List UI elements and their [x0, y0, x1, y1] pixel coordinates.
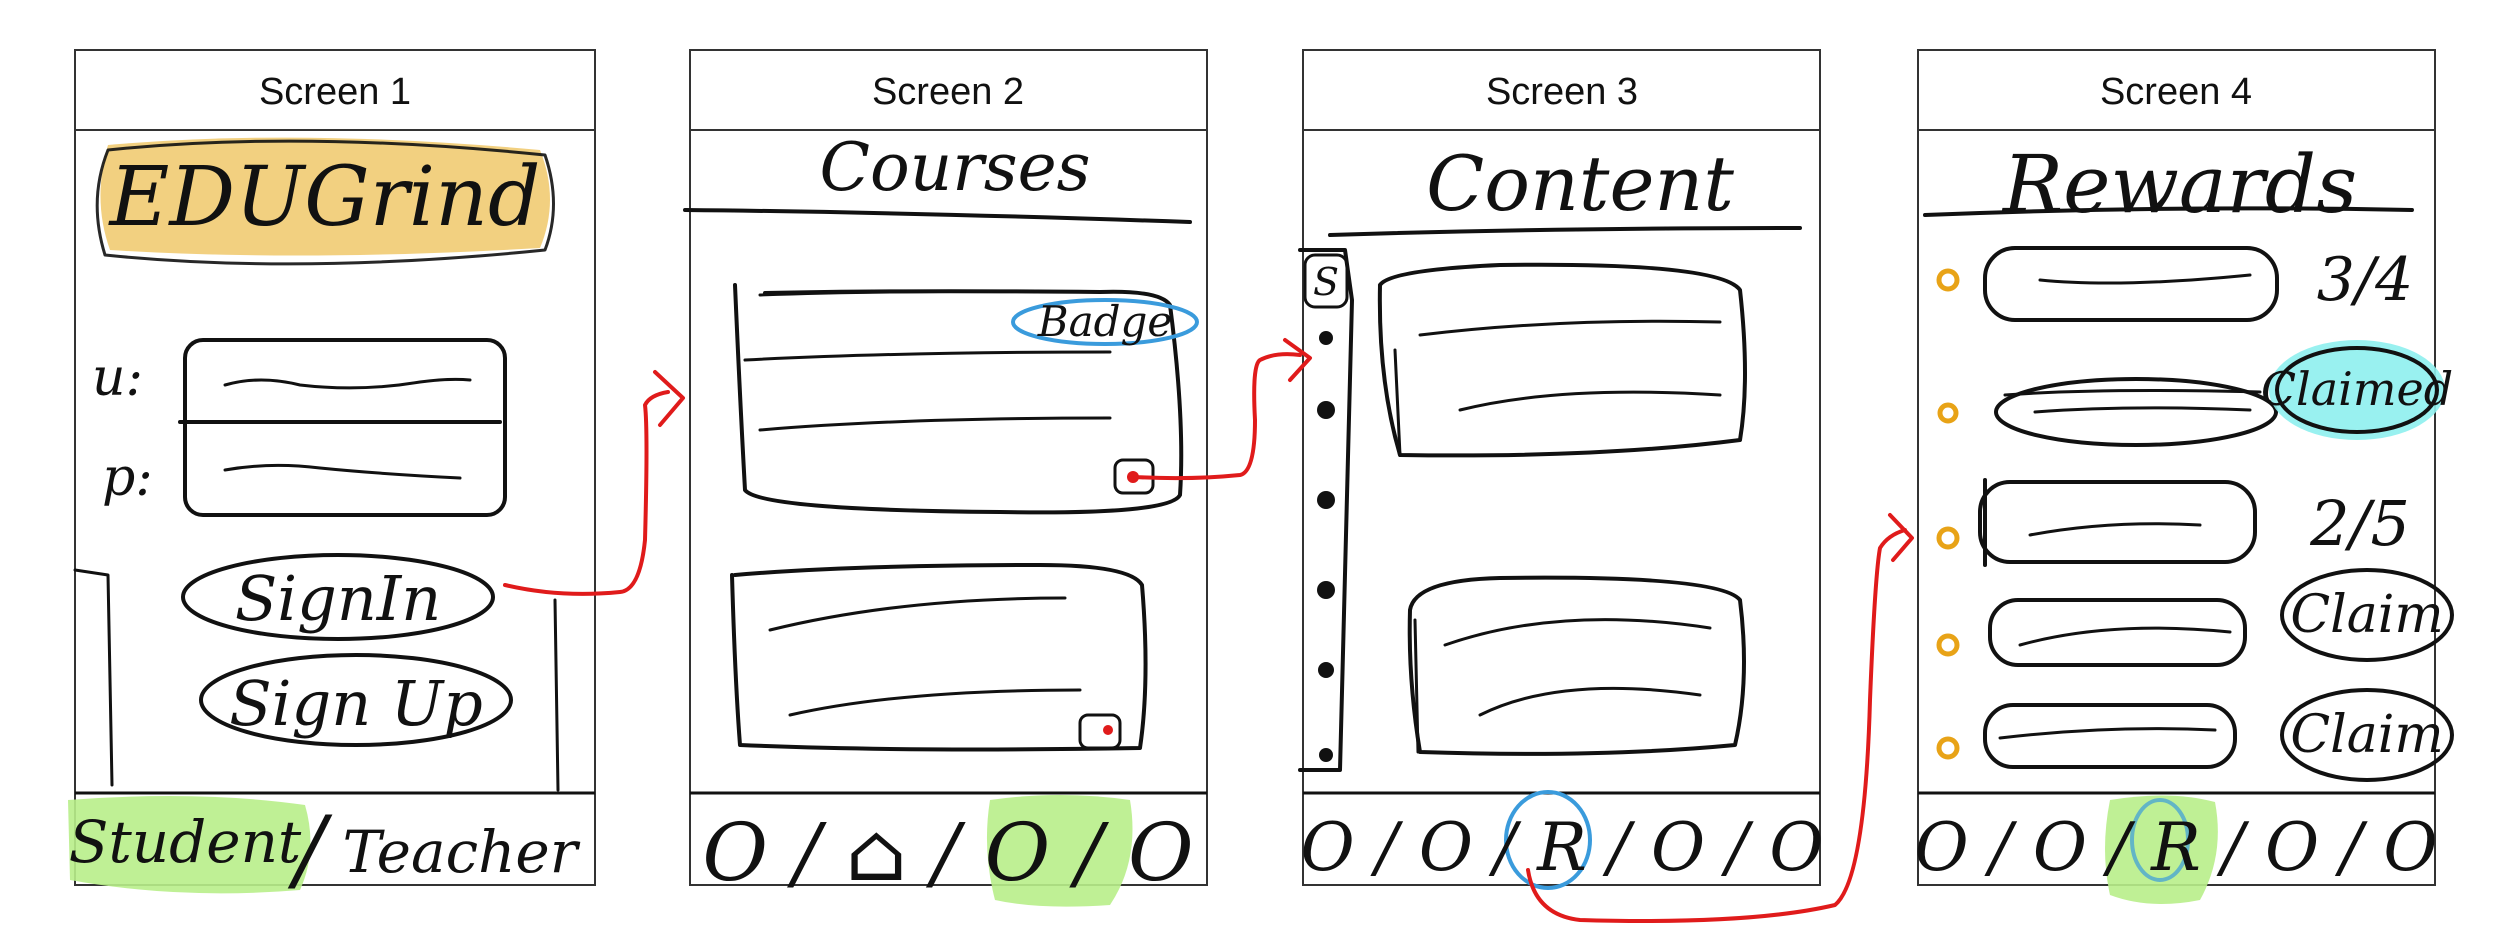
flow-arrow-rewards-nav-to-rewards	[1526, 513, 1914, 923]
screen-2: Screen 2 Courses Badge	[683, 49, 1208, 907]
claim-button[interactable]: Claim	[2280, 688, 2454, 782]
sidebar-item[interactable]	[1317, 581, 1335, 599]
badge-label: Badge	[1037, 297, 1173, 346]
username-field[interactable]	[223, 377, 472, 390]
claimed-label: Claimed	[2261, 362, 2453, 416]
nav-highlight	[986, 795, 1133, 907]
sign-up-button[interactable]: Sign Up	[199, 653, 513, 747]
reward-progress: 3/4	[2317, 245, 2414, 315]
sign-up-label: Sign Up	[229, 667, 483, 740]
content-heading: Content	[1426, 139, 1734, 228]
sidebar-selected-item[interactable]: S	[1313, 260, 1339, 304]
sidebar-item[interactable]	[1319, 331, 1333, 345]
course-card[interactable]	[730, 563, 1148, 752]
sidebar-item[interactable]	[1318, 662, 1334, 678]
role-student[interactable]: Student	[69, 808, 302, 876]
claim-button[interactable]: Claim	[2280, 568, 2454, 662]
flow-arrow-signin-to-courses	[503, 370, 685, 596]
content-card[interactable]	[1407, 575, 1746, 756]
username-label: u:	[92, 348, 143, 408]
nav-bar[interactable]: O / ⌂ / O / O	[702, 806, 1193, 899]
coin-icon	[1936, 526, 1960, 550]
screen-1: Screen 1 EDUGrind u: p: SignIn Sign Up S…	[68, 49, 596, 902]
screen-3: Screen 3 Content S	[1298, 49, 1824, 890]
reward-row: Claim	[1936, 688, 2454, 782]
claim-label: Claim	[2290, 585, 2443, 645]
course-badge: Badge	[1011, 297, 1199, 346]
reward-row: Claimed	[1937, 340, 2453, 447]
screen-4: Screen 4 Rewards 3/4 Claimed	[1915, 49, 2454, 904]
claim-label: Claim	[2290, 705, 2443, 765]
sign-in-label: SignIn	[235, 562, 441, 635]
reward-row: Claim	[1936, 568, 2454, 667]
rewards-heading: Rewards	[2001, 138, 2357, 231]
app-logo: EDUGrind	[108, 150, 541, 245]
screen-4-title: Screen 4	[2100, 71, 2252, 113]
screen-4-frame	[1917, 49, 2436, 886]
content-card[interactable]	[1377, 262, 1747, 458]
claimed-button[interactable]: Claimed	[2261, 340, 2453, 440]
coin-icon	[1936, 268, 1960, 292]
sidebar-item[interactable]	[1317, 401, 1335, 419]
credentials-box	[183, 338, 507, 517]
rewards-nav-highlight	[1504, 790, 1592, 890]
screen-3-title: Screen 3	[1486, 71, 1638, 113]
coin-icon	[1937, 402, 1959, 424]
sidebar-item[interactable]	[1317, 491, 1335, 509]
reward-row: 3/4	[1936, 245, 2414, 322]
open-course-button[interactable]	[1078, 713, 1122, 750]
role-separator: /	[287, 797, 333, 902]
screen-2-title: Screen 2	[872, 71, 1024, 113]
sign-in-button[interactable]: SignIn	[181, 553, 495, 641]
coin-icon	[1936, 736, 1960, 760]
reward-progress: 2/5	[2309, 487, 2410, 560]
sidebar-item[interactable]	[1319, 748, 1333, 762]
coin-icon	[1936, 633, 1960, 657]
flow-arrow-course-to-content	[1133, 338, 1312, 481]
reward-row: 2/5	[1936, 478, 2410, 567]
password-label: p:	[102, 448, 153, 508]
screen-1-title: Screen 1	[259, 71, 411, 113]
courses-heading: Courses	[819, 129, 1090, 206]
course-card[interactable]: Badge	[733, 283, 1199, 515]
role-teacher[interactable]: Teacher	[343, 818, 581, 886]
student-highlight	[68, 796, 311, 894]
nav-bar[interactable]: O / O / R / O / O	[1301, 809, 1824, 886]
logo-highlight	[100, 137, 551, 256]
password-field[interactable]	[223, 463, 462, 480]
nav-bar[interactable]: O / O / R / O / O	[1915, 809, 2438, 886]
content-sidebar[interactable]: S	[1298, 248, 1354, 772]
